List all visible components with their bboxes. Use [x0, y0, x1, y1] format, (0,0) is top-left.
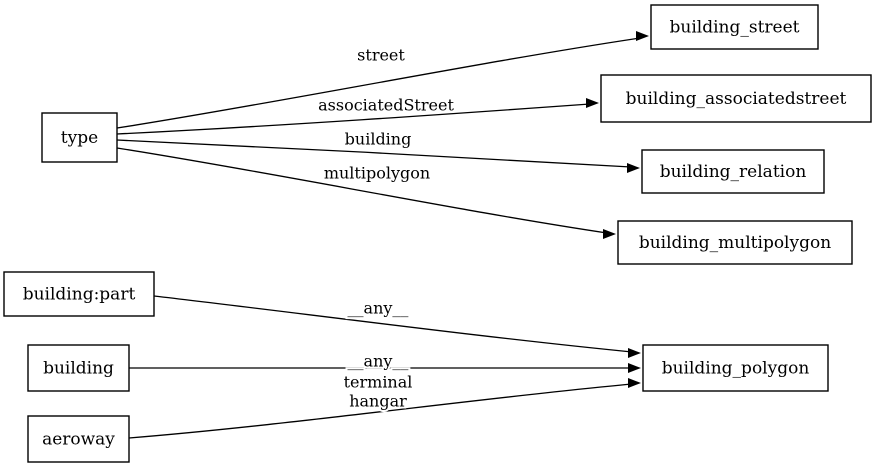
node-box[interactable] [41, 112, 118, 163]
arrowhead-icon [628, 348, 641, 358]
node-label: building_associatedstreet [626, 89, 847, 109]
edge-label-halo: hangar [349, 392, 407, 411]
arrowhead-icon [628, 378, 641, 388]
node-type[interactable]: type [41, 112, 118, 163]
edge-aeroway-terminal-hangar [128, 378, 641, 439]
edge-label-text: __any__ [348, 352, 409, 371]
node-label: building_relation [660, 162, 807, 182]
edge-label-text: __any__ [348, 299, 409, 318]
edge-label-text: street [357, 46, 405, 65]
edge-type-multipolygon [116, 147, 616, 239]
edge-building-any [129, 363, 641, 373]
arrowhead-icon [628, 363, 641, 373]
node-label: type [61, 128, 98, 148]
node-box[interactable] [27, 415, 130, 463]
edge-buildingpart-any [153, 295, 641, 358]
edge-label-halo: building [345, 130, 412, 149]
edge-label-halo: street [357, 46, 405, 65]
edge-line [153, 295, 633, 353]
edges-layer [116, 31, 649, 439]
node-building_street[interactable]: building_street [650, 4, 819, 50]
node-box[interactable] [600, 74, 872, 123]
arrowhead-icon [603, 229, 616, 239]
node-building_relation[interactable]: building_relation [641, 149, 825, 194]
node-aeroway[interactable]: aeroway [27, 415, 130, 463]
edge-label-halo: terminal [344, 373, 413, 392]
node-building_associatedstreet[interactable]: building_associatedstreet [600, 74, 872, 123]
node-building[interactable]: building [27, 344, 130, 392]
node-box[interactable] [641, 149, 825, 194]
edge-label-text: building [345, 130, 412, 149]
edge-line [116, 147, 608, 234]
node-label: aeroway [42, 430, 115, 450]
node-building_polygon[interactable]: building_polygon [642, 344, 829, 392]
edge-label-buildingpart-any: __any____any__ [346, 297, 411, 320]
edge-line [116, 139, 632, 168]
node-label: building [43, 359, 114, 379]
edge-label-halo: associatedStreet [318, 96, 454, 115]
arrowhead-icon [636, 31, 649, 41]
edge-type-building [116, 139, 640, 173]
arrowhead-icon [586, 98, 599, 108]
edge-label-halo: multipolygon [324, 164, 430, 183]
node-label: building:part [23, 285, 136, 305]
edge-type-associatedstreet [116, 98, 599, 135]
edge-label-text: multipolygon [324, 164, 430, 183]
nodes-layer: type building_street building_associatedst… [3, 4, 872, 463]
edge-label-text: hangar [349, 392, 407, 411]
node-label: building_polygon [662, 359, 810, 379]
node-label: building_street [670, 18, 800, 38]
edge-label-building-any: __any____any__ [346, 350, 411, 373]
node-box[interactable] [642, 344, 829, 392]
edge-label-halo: __any__ [348, 352, 409, 371]
edge-line [116, 37, 641, 129]
edge-label-text: terminal [344, 373, 413, 392]
node-box[interactable] [650, 4, 819, 50]
node-box[interactable] [617, 220, 853, 265]
node-building_part[interactable]: building:part [3, 271, 155, 317]
edge-line [116, 103, 591, 135]
node-box[interactable] [27, 344, 130, 392]
edge-line [128, 383, 633, 439]
node-building_multipolygon[interactable]: building_multipolygon [617, 220, 853, 265]
node-box[interactable] [3, 271, 155, 317]
arrowhead-icon [627, 163, 640, 173]
edge-label-text: associatedStreet [318, 96, 454, 115]
edge-label-halo: __any__ [348, 299, 409, 318]
node-label: building_multipolygon [639, 233, 831, 253]
edge-type-street [116, 31, 649, 129]
